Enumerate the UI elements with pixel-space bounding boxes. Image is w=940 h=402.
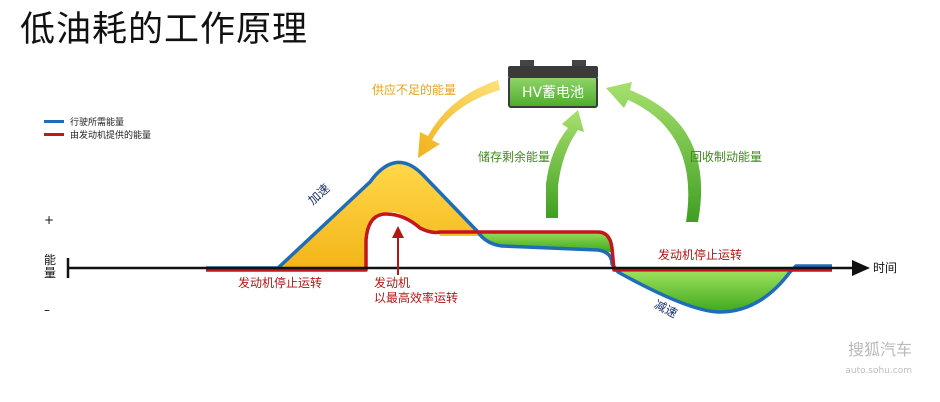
watermark-url: auto.sohu.com	[845, 366, 912, 376]
engine-efficiency-label-2: 以最高效率运转	[374, 291, 459, 305]
legend-item-engine-energy: 由发动机提供的能量	[44, 128, 152, 141]
legend-swatch-blue	[44, 119, 64, 123]
axis-minus: –	[44, 303, 50, 317]
legend-label: 行驶所需能量	[70, 117, 125, 128]
supply-label: 供应不足的能量	[372, 83, 457, 97]
regeneration-area	[622, 272, 790, 312]
battery-supply-area	[278, 162, 482, 268]
legend-item-drive-energy: 行驶所需能量	[44, 115, 125, 128]
watermark-brand: 搜狐汽车	[847, 340, 912, 359]
supply-arrow	[418, 80, 500, 158]
battery-cap	[508, 66, 598, 78]
regen-label: 回收制动能量	[690, 150, 763, 164]
axis-plus: +	[44, 213, 55, 227]
energy-axis-label: 能量	[44, 253, 57, 280]
engine-energy-line	[206, 212, 832, 272]
drive-energy-line	[206, 160, 832, 314]
battery-terminal-left	[520, 60, 534, 68]
regen-arrow	[606, 82, 702, 222]
engine-stop-left-label: 发动机停止运转	[238, 276, 323, 290]
legend-label: 由发动机提供的能量	[70, 130, 152, 141]
battery-label: HV蓄电池	[521, 85, 585, 101]
store-arrow	[546, 110, 584, 218]
battery-terminal-right	[572, 60, 586, 68]
hv-battery: HV蓄电池	[508, 76, 598, 108]
time-axis-label: 时间	[873, 261, 898, 275]
engine-efficiency-label-1: 发动机	[374, 276, 411, 290]
time-axis-arrowhead	[852, 260, 870, 276]
engine-stop-right-label: 发动机停止运转	[658, 248, 743, 262]
engine-efficiency-arrowhead	[392, 226, 404, 238]
diagram-title: 低油耗的工作原理	[20, 10, 309, 50]
legend-swatch-red	[44, 132, 64, 136]
store-label: 储存剩余能量	[478, 150, 551, 164]
